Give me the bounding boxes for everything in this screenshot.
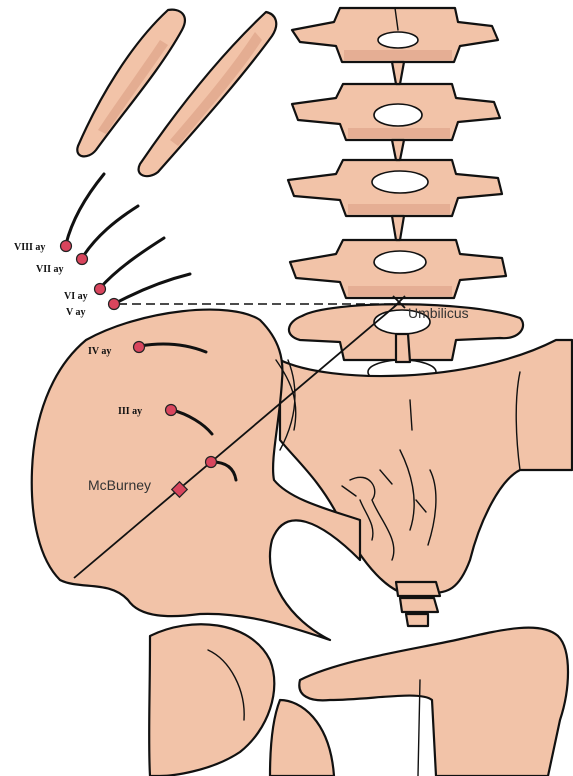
marker-vi — [95, 284, 106, 295]
label-iii: III ay — [118, 406, 142, 417]
label-v: V ay — [66, 307, 86, 318]
vertebra-2 — [292, 62, 500, 140]
ribs — [77, 10, 276, 176]
vertebra-4 — [290, 216, 506, 298]
marker-iv — [134, 342, 145, 353]
marker-iii — [166, 405, 177, 416]
label-vi: VI ay — [64, 291, 88, 302]
femur-and-pubis — [149, 624, 568, 776]
vertebra-1 — [292, 8, 498, 62]
label-iv: IV ay — [88, 346, 111, 357]
vertebrae — [288, 8, 523, 384]
label-umbilicus: Umbilicus — [408, 305, 469, 321]
sacrum — [280, 340, 572, 626]
label-mcburney: McBurney — [88, 477, 151, 493]
stalk-v — [114, 274, 190, 304]
marker-v — [109, 299, 120, 310]
stalk-viii — [66, 174, 104, 244]
stalk-vi — [100, 238, 164, 288]
marker-vii — [77, 254, 88, 265]
vertebra-3 — [288, 140, 502, 216]
label-vii: VII ay — [36, 264, 64, 275]
marker-ii — [206, 457, 217, 468]
label-viii: VIII ay — [14, 242, 45, 253]
marker-viii — [61, 241, 72, 252]
stalk-vii — [82, 206, 138, 258]
